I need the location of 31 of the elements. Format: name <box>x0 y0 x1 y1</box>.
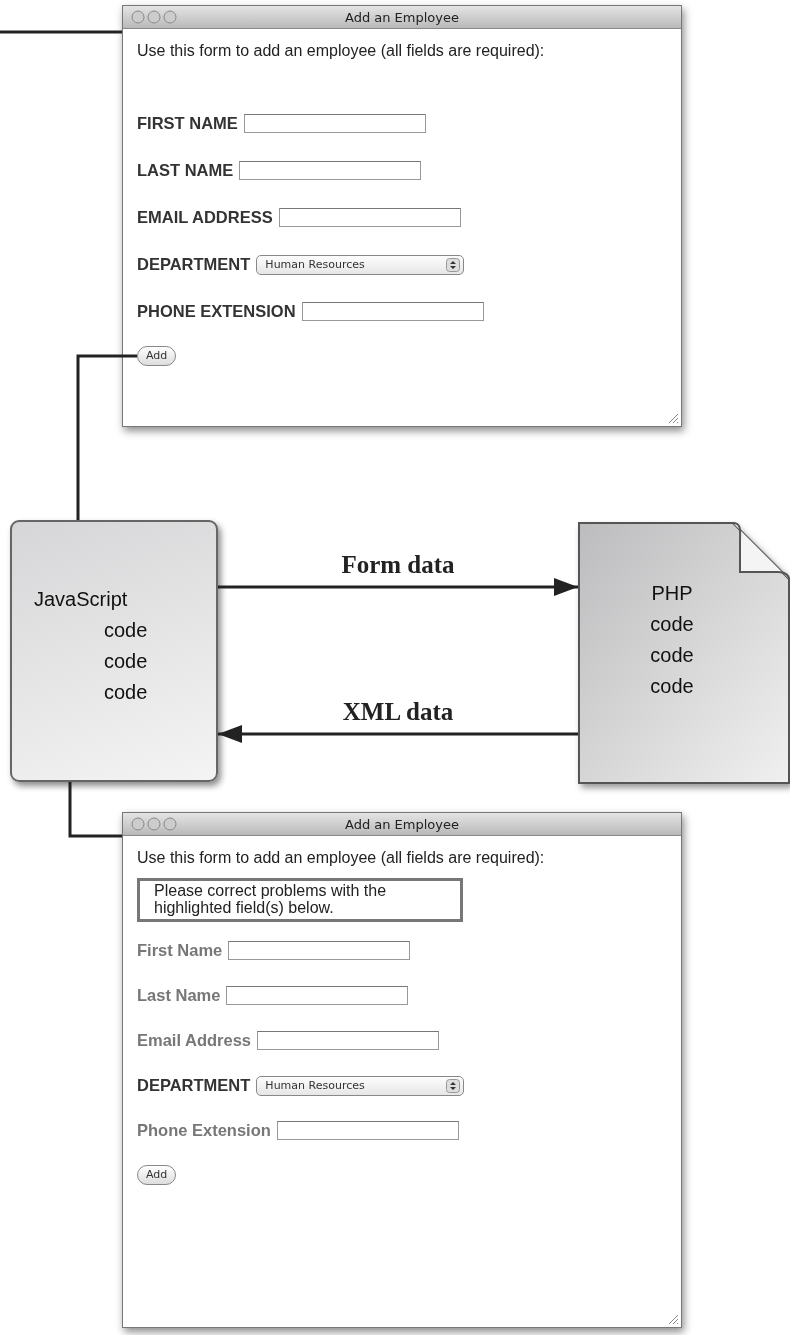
field-label: Email Address <box>137 1031 252 1050</box>
field-label: EMAIL ADDRESS <box>137 208 273 227</box>
code-box <box>10 520 218 782</box>
field-label: FIRST NAME <box>137 114 238 133</box>
field-label: DEPARTMENT <box>137 255 251 274</box>
connector-line <box>0 30 122 34</box>
code-text: JavaScript <box>34 587 129 612</box>
dropdown-select: Human Resources <box>256 254 465 275</box>
connector-line <box>68 782 122 838</box>
field-label: LAST NAME <box>137 161 234 180</box>
add-button: Add <box>137 346 177 366</box>
document-page <box>578 522 790 784</box>
field-label: DEPARTMENT <box>137 1076 251 1095</box>
code-text: PHP code code code <box>649 581 695 699</box>
code-text: code code code <box>104 618 149 705</box>
arrow <box>218 725 578 743</box>
window-title: Add an Employee <box>345 9 459 25</box>
arrow <box>218 578 578 596</box>
form-instructions: Use this form to add an employee (all fields are required): <box>137 41 545 61</box>
window-title: Add an Employee <box>345 816 459 832</box>
field-label: Phone Extension <box>137 1121 271 1140</box>
connector-line <box>76 354 137 520</box>
dropdown-select: Human Resources <box>256 1075 465 1096</box>
field-label: First Name <box>137 941 223 960</box>
app-window <box>122 5 682 427</box>
add-button: Add <box>137 1165 177 1185</box>
field-label: Last Name <box>137 986 221 1005</box>
field-label: PHONE EXTENSION <box>137 302 296 321</box>
form-instructions: Use this form to add an employee (all fields are required): <box>137 848 545 868</box>
error-message: Please correct problems with the highlighted field(s) below. <box>137 878 463 922</box>
app-window <box>122 812 682 1328</box>
